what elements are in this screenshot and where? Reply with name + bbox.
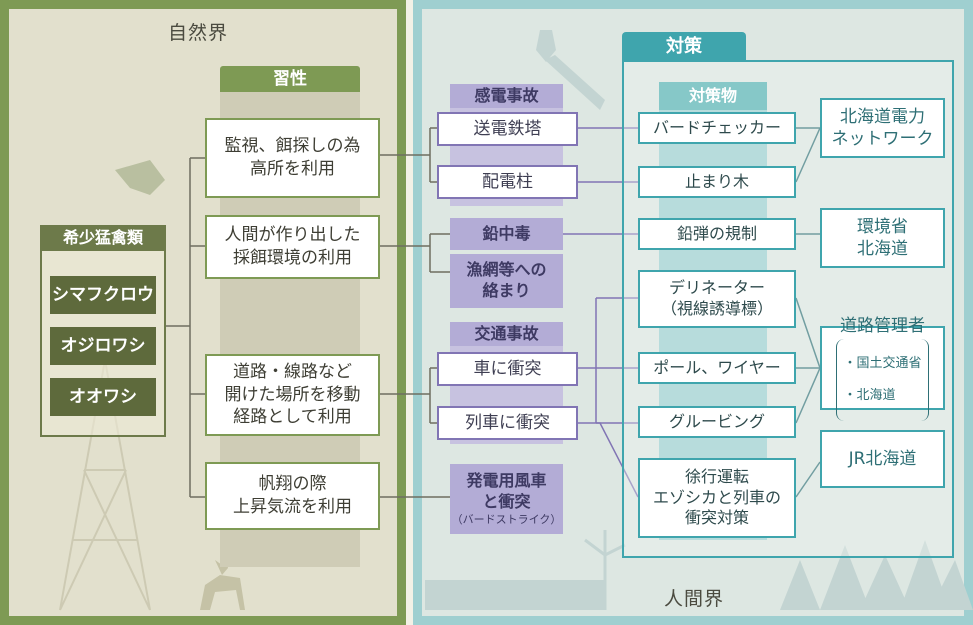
measure-grooving: グルービング <box>638 406 796 438</box>
org-environment-ministry: 環境省 北海道 <box>820 208 945 268</box>
org-jr-hokkaido: JR北海道 <box>820 430 945 488</box>
deer-silhouette-icon <box>200 556 245 610</box>
cause-transmission-tower: 送電鉄塔 <box>437 112 578 146</box>
org-road-administrators: 道路管理者 ・国土交通省 ・北海道 <box>820 316 945 421</box>
org-road-title: 道路管理者 <box>840 316 925 337</box>
habit-man-made-feeding: 人間が作り出した 採餌環境の利用 <box>205 215 380 279</box>
habit-soaring-updrafts: 帆翔の際 上昇気流を利用 <box>205 462 380 530</box>
habit-high-perch: 監視、餌探しの為 高所を利用 <box>205 118 380 198</box>
org-hokkaido-electric: 北海道電力 ネットワーク <box>820 98 945 158</box>
org-road-member-hokkaido: ・北海道 <box>843 388 896 404</box>
org-road-member-mlit: ・国土交通省 <box>843 355 922 371</box>
cause-measure-connectors <box>563 127 639 498</box>
electrocution-title: 感電事故 <box>450 84 563 108</box>
habit-column-title: 習性 <box>220 66 360 92</box>
org-road-members: ・国土交通省 ・北海道 <box>836 339 929 421</box>
cause-wind-turbine-note: （バードストライク） <box>451 512 562 526</box>
nature-realm-label: 自然界 <box>168 22 229 44</box>
cause-train-collision: 列車に衝突 <box>437 406 578 440</box>
habit-open-corridors: 道路・線路など 開けた場所を移動 経路として利用 <box>205 354 380 436</box>
cause-wind-turbine: 発電用風車 と衝突 （バードストライク） <box>450 464 563 534</box>
measure-poles-wires: ポール、ワイヤー <box>638 352 796 384</box>
measures-tab: 対策 <box>622 32 746 62</box>
species-white-tailed-eagle: オジロワシ <box>50 327 156 365</box>
measure-lead-regulation: 鉛弾の規制 <box>638 218 796 250</box>
measure-bird-checker: バードチェッカー <box>638 112 796 144</box>
eagle-silhouette-icon <box>115 160 165 195</box>
measure-delineator: デリネーター （視線誘導標） <box>638 270 796 328</box>
traffic-accident-title: 交通事故 <box>450 322 563 346</box>
measure-perch: 止まり木 <box>638 166 796 198</box>
habit-connectors <box>166 127 450 498</box>
cause-lead-poisoning: 鉛中毒 <box>450 218 563 250</box>
cause-car-collision: 車に衝突 <box>437 352 578 386</box>
human-realm-label: 人間界 <box>664 588 725 610</box>
raptor-group-title: 希少猛禽類 <box>40 225 166 251</box>
species-blakistons-fish-owl: シマフクロウ <box>50 276 156 314</box>
cause-net-entanglement: 漁網等への 絡まり <box>450 254 563 308</box>
species-stellers-sea-eagle: オオワシ <box>50 378 156 416</box>
owl-silhouette-icon <box>536 30 605 110</box>
cause-wind-turbine-label: 発電用風車 と衝突 <box>466 471 547 511</box>
wind-turbine-icon <box>584 530 626 610</box>
measures-column-title: 対策物 <box>659 82 767 110</box>
cause-utility-pole: 配電柱 <box>437 165 578 199</box>
measure-org-connectors <box>795 127 821 498</box>
train-silhouette-icon <box>425 580 605 610</box>
measure-slow-train: 徐行運転 エゾシカと列車の 衝突対策 <box>638 458 796 538</box>
